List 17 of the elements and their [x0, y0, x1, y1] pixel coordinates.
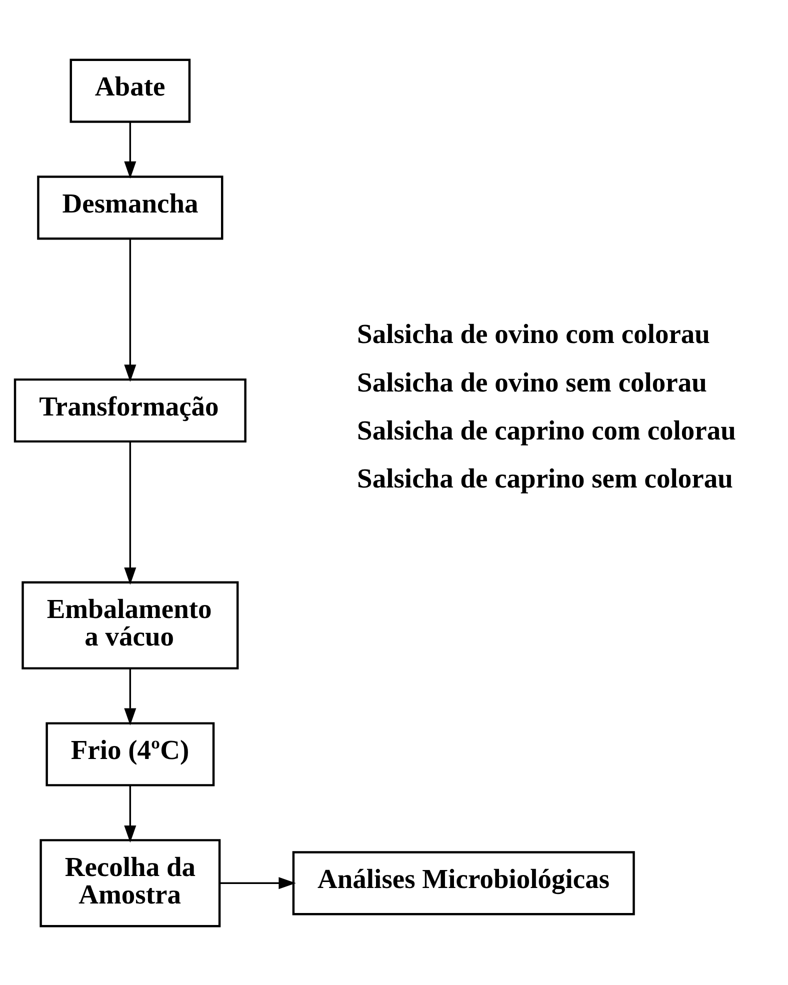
node-box: Transformação: [14, 378, 246, 442]
arrow: [220, 876, 296, 889]
node-box: Abate: [70, 58, 191, 122]
arrow: [124, 122, 136, 178]
arrow: [124, 441, 136, 584]
node-box: Embalamento a vácuo: [22, 580, 239, 669]
arrow: [124, 668, 136, 725]
node-box: Frio (4ºC): [46, 722, 215, 786]
node-box: Desmancha: [37, 175, 224, 240]
arrow: [124, 785, 136, 842]
label: Salsicha de caprino sem colorau: [357, 462, 733, 493]
label: Salsicha de caprino com colorau: [357, 414, 736, 445]
arrow: [124, 238, 136, 382]
label: Salsicha de ovino sem colorau: [357, 366, 707, 397]
label: Salsicha de ovino com colorau: [357, 318, 710, 349]
node-box: Análises Microbiológicas: [292, 850, 635, 915]
node-box: Recolha da Amostra: [40, 838, 221, 927]
